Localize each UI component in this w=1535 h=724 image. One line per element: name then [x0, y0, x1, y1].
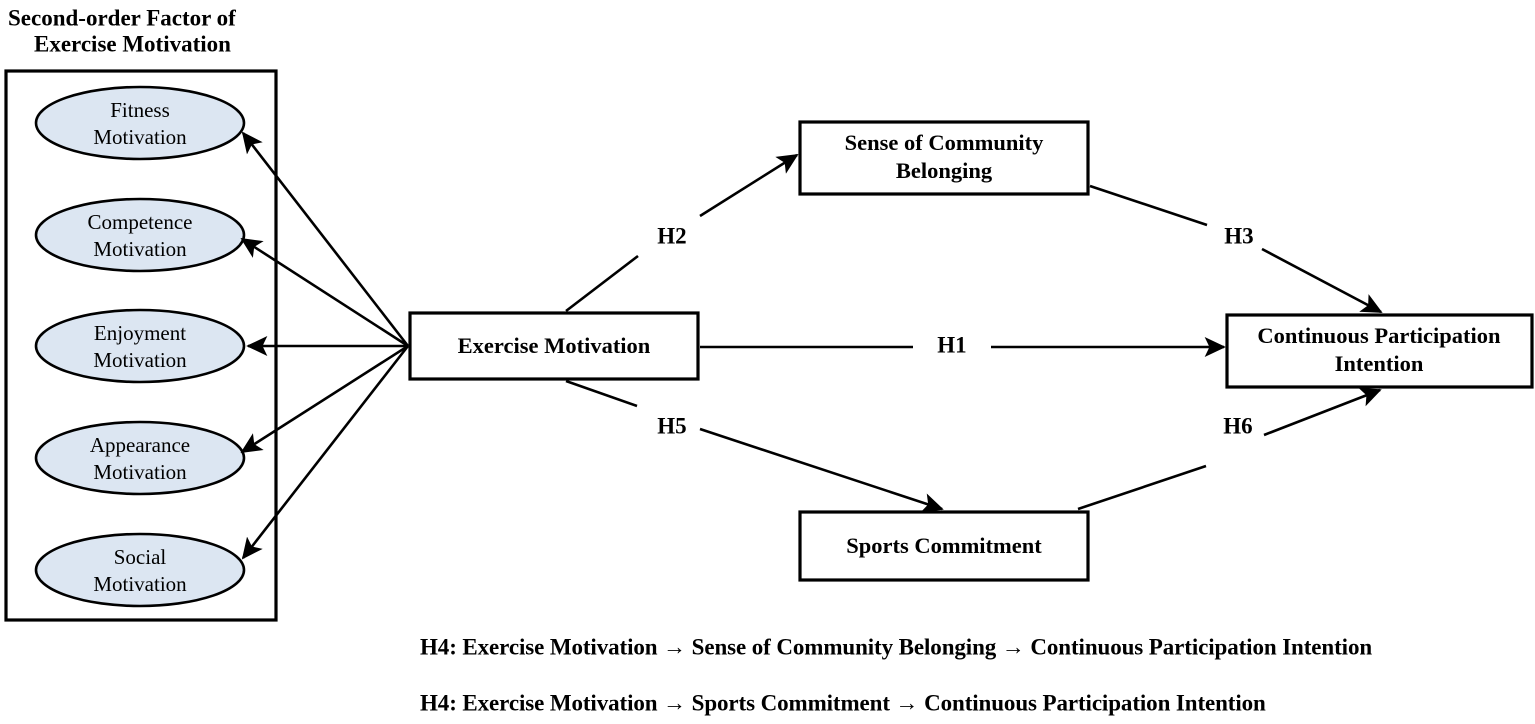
node-sense-of-community-belonging-label-line-2: Belonging: [896, 158, 993, 183]
indicator-appearance-motivation-label-line-2: Motivation: [93, 460, 187, 484]
node-sense-of-community-belonging[interactable]: Sense of Community Belonging: [798, 120, 1090, 196]
footnote-h4-commitment-path: H4: Exercise Motivation → Sports Commitm…: [420, 690, 1266, 715]
node-exercise-motivation[interactable]: Exercise Motivation: [408, 311, 700, 381]
figure-title-line-1: Second-order Factor of: [8, 5, 236, 30]
indicator-enjoyment-motivation-label-line-2: Motivation: [93, 348, 187, 372]
label-h3: H3: [1224, 223, 1253, 248]
label-h6: H6: [1223, 413, 1252, 438]
indicator-social-motivation[interactable]: Social Motivation: [34, 532, 246, 608]
indicator-competence-motivation-label-line-2: Motivation: [93, 237, 187, 261]
path-h5-segment-upper: [565, 379, 638, 408]
node-continuous-participation-intention-label-line-2: Intention: [1335, 351, 1424, 376]
indicator-fitness-motivation-label-line-1: Fitness: [110, 98, 170, 122]
indicator-fitness-motivation[interactable]: Fitness Motivation: [34, 85, 246, 161]
path-h6-segment-upper: [1263, 387, 1382, 437]
indicator-social-motivation-label-line-1: Social: [114, 545, 167, 569]
indicator-competence-motivation-label-line-1: Competence: [88, 210, 193, 234]
arrow-em-to-appearance: [240, 344, 409, 454]
node-sports-commitment-label: Sports Commitment: [846, 533, 1042, 558]
indicator-social-motivation-label-line-2: Motivation: [93, 572, 187, 596]
label-h2: H2: [657, 223, 686, 248]
node-sense-of-community-belonging-label-line-1: Sense of Community: [845, 130, 1045, 155]
label-h5: H5: [657, 413, 686, 438]
indicator-enjoyment-motivation[interactable]: Enjoyment Motivation: [34, 308, 246, 384]
path-h3-segment-upper: [1089, 184, 1208, 227]
path-h2-segment-lower: [565, 254, 639, 313]
indicator-appearance-motivation[interactable]: Appearance Motivation: [34, 420, 246, 496]
indicator-competence-motivation[interactable]: Competence Motivation: [34, 197, 246, 273]
figure-title-line-2: Exercise Motivation: [34, 31, 231, 56]
node-exercise-motivation-label: Exercise Motivation: [458, 333, 651, 358]
indicator-enjoyment-motivation-label-line-1: Enjoyment: [94, 321, 186, 345]
footnote-h4-community-path: H4: Exercise Motivation → Sense of Commu…: [420, 634, 1372, 659]
path-h5-segment-lower: [699, 427, 944, 513]
node-sports-commitment[interactable]: Sports Commitment: [798, 510, 1090, 582]
arrow-em-to-competence: [240, 237, 409, 348]
indicator-fitness-motivation-label-line-2: Motivation: [93, 125, 187, 149]
path-h6-segment-lower: [1077, 464, 1207, 511]
node-continuous-participation-intention-label-line-1: Continuous Participation: [1257, 323, 1501, 348]
indicator-appearance-motivation-label-line-1: Appearance: [90, 433, 190, 457]
arrow-em-to-fitness: [241, 131, 410, 347]
path-h3-segment-lower: [1261, 247, 1383, 314]
label-h1: H1: [937, 332, 966, 357]
node-continuous-participation-intention[interactable]: Continuous Participation Intention: [1225, 313, 1534, 389]
arrow-em-to-social: [241, 345, 410, 560]
path-h2-segment-upper: [699, 153, 799, 218]
